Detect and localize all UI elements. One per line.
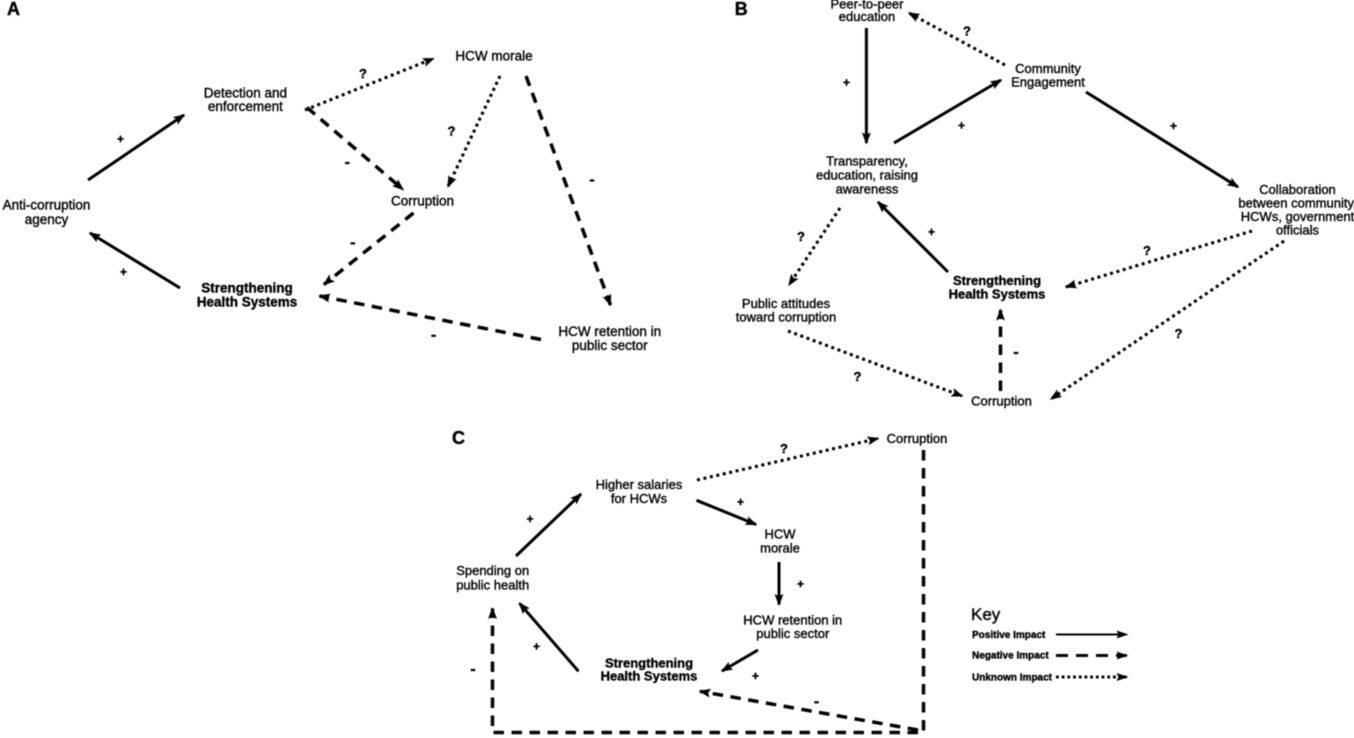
svg-text:HCW retention in: HCW retention in <box>743 612 842 627</box>
svg-text:+: + <box>1170 119 1177 133</box>
svg-text:Positive Impact: Positive Impact <box>972 630 1046 641</box>
svg-text:Anti-corruption: Anti-corruption <box>3 198 91 213</box>
svg-text:?: ? <box>1143 243 1151 258</box>
svg-text:Corruption: Corruption <box>887 431 948 446</box>
svg-text:HCW retention in: HCW retention in <box>558 324 661 339</box>
svg-text:?: ? <box>797 229 805 244</box>
svg-text:Negative Impact: Negative Impact <box>972 651 1049 662</box>
svg-text:HCW: HCW <box>764 526 796 541</box>
svg-text:Health Systems: Health Systems <box>197 295 298 310</box>
svg-text:Health Systems: Health Systems <box>601 669 698 684</box>
svg-text:HCW morale: HCW morale <box>455 49 532 64</box>
svg-text:agency: agency <box>25 212 69 227</box>
svg-text:+: + <box>533 640 540 654</box>
svg-text:Engagement: Engagement <box>1011 75 1085 90</box>
svg-text:Spending on: Spending on <box>456 563 529 578</box>
svg-text:Corruption: Corruption <box>971 394 1032 409</box>
svg-text:HCWs, government: HCWs, government <box>1241 209 1354 224</box>
svg-text:C: C <box>452 428 465 448</box>
svg-text:education, raising: education, raising <box>816 168 918 183</box>
svg-text:Strengthening: Strengthening <box>605 655 693 670</box>
svg-text:awareness: awareness <box>836 182 899 197</box>
svg-text:Strengthening: Strengthening <box>201 281 293 296</box>
svg-text:Community: Community <box>1015 61 1081 76</box>
svg-text:+: + <box>928 225 935 239</box>
svg-text:+: + <box>527 512 534 526</box>
svg-text:Detection and: Detection and <box>204 85 287 100</box>
svg-text:Peer-to-peer: Peer-to-peer <box>831 0 905 11</box>
svg-text:+: + <box>843 76 850 90</box>
svg-text:?: ? <box>1175 326 1183 341</box>
svg-text:+: + <box>752 669 759 683</box>
svg-text:officials: officials <box>1276 222 1320 237</box>
svg-text:education: education <box>839 9 895 24</box>
svg-text:+: + <box>117 132 124 146</box>
svg-text:Transparency,: Transparency, <box>826 154 908 169</box>
svg-text:enforcement: enforcement <box>208 99 283 114</box>
svg-text:Strengthening: Strengthening <box>953 273 1041 288</box>
svg-text:Health Systems: Health Systems <box>949 287 1046 302</box>
svg-text:Collaboration: Collaboration <box>1259 182 1336 197</box>
svg-text:Key: Key <box>971 605 1001 624</box>
svg-text:?: ? <box>359 66 367 81</box>
svg-text:?: ? <box>780 441 788 456</box>
svg-text:?: ? <box>854 369 862 384</box>
svg-text:public health: public health <box>456 577 529 592</box>
svg-text:?: ? <box>448 124 456 139</box>
svg-text:Unknown Impact: Unknown Impact <box>972 673 1053 684</box>
svg-text:for HCWs: for HCWs <box>611 491 668 506</box>
svg-text:A: A <box>7 0 20 19</box>
svg-text:public sector: public sector <box>756 626 830 641</box>
svg-text:between community,: between community, <box>1238 195 1354 210</box>
svg-text:+: + <box>120 265 127 279</box>
svg-text:?: ? <box>963 24 971 39</box>
svg-text:+: + <box>737 495 744 509</box>
svg-text:Corruption: Corruption <box>391 193 454 208</box>
svg-text:B: B <box>735 0 748 19</box>
svg-text:toward corruption: toward corruption <box>736 310 836 325</box>
svg-text:Public attitudes: Public attitudes <box>742 296 831 311</box>
svg-text:morale: morale <box>760 540 800 555</box>
svg-text:Higher salaries: Higher salaries <box>596 477 683 492</box>
svg-text:+: + <box>958 119 965 133</box>
svg-text:+: + <box>797 577 804 591</box>
svg-text:public sector: public sector <box>572 338 648 353</box>
